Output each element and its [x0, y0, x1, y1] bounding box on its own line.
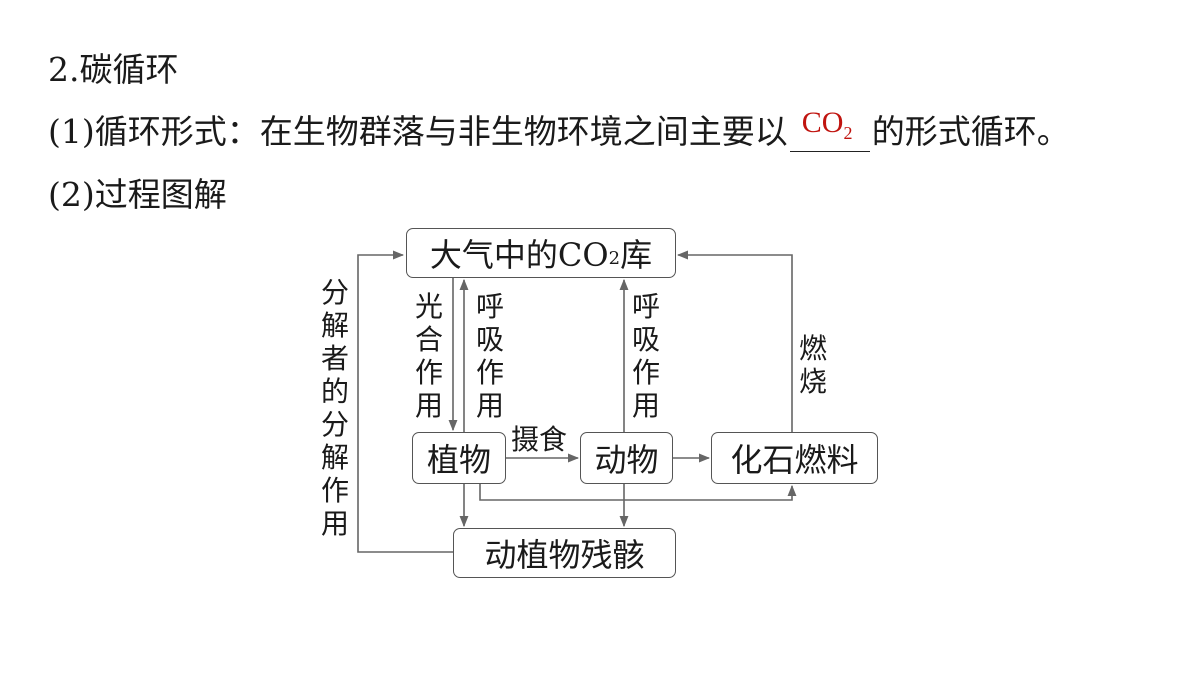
answer-co2: CO2 — [802, 103, 853, 153]
label-animal-respiration: 呼吸作用 — [631, 290, 660, 422]
cycle-form-text-end: 的形式循环。 — [871, 112, 1070, 151]
section-heading: 2.碳循环 — [48, 50, 179, 89]
cycle-form-line: (1)循环形式：在生物群落与非生物环境之间主要以 CO2 的形式循环。 — [48, 106, 1070, 152]
cycle-form-text: (1)循环形式：在生物群落与非生物环境之间主要以 — [48, 112, 788, 151]
label-feeding: 摄食 — [511, 423, 568, 456]
label-decomposer: 分解者的分解作用 — [320, 276, 349, 540]
label-plant-respiration: 呼吸作用 — [475, 290, 504, 422]
node-fossil-fuels: 化石燃料 — [711, 432, 878, 484]
node-animals: 动物 — [580, 432, 673, 484]
answer-co2-sub: 2 — [843, 123, 853, 143]
answer-blank: CO2 — [789, 106, 870, 152]
arrow-combustion — [676, 250, 793, 432]
node-atmosphere-end: 库 — [620, 236, 653, 274]
node-atmosphere-label: 大气中的CO — [429, 236, 609, 274]
arrow-decomposition — [357, 250, 453, 553]
label-photosynthesis: 光合作用 — [414, 290, 443, 422]
process-diagram-heading: (2)过程图解 — [48, 175, 227, 214]
arrow-plants-to-fuels — [479, 484, 797, 501]
label-combustion: 燃烧 — [798, 332, 827, 398]
node-remains: 动植物残骸 — [453, 528, 676, 578]
answer-co2-main: CO — [801, 106, 844, 139]
node-atmosphere-sub: 2 — [608, 247, 621, 269]
node-plants: 植物 — [412, 432, 506, 484]
